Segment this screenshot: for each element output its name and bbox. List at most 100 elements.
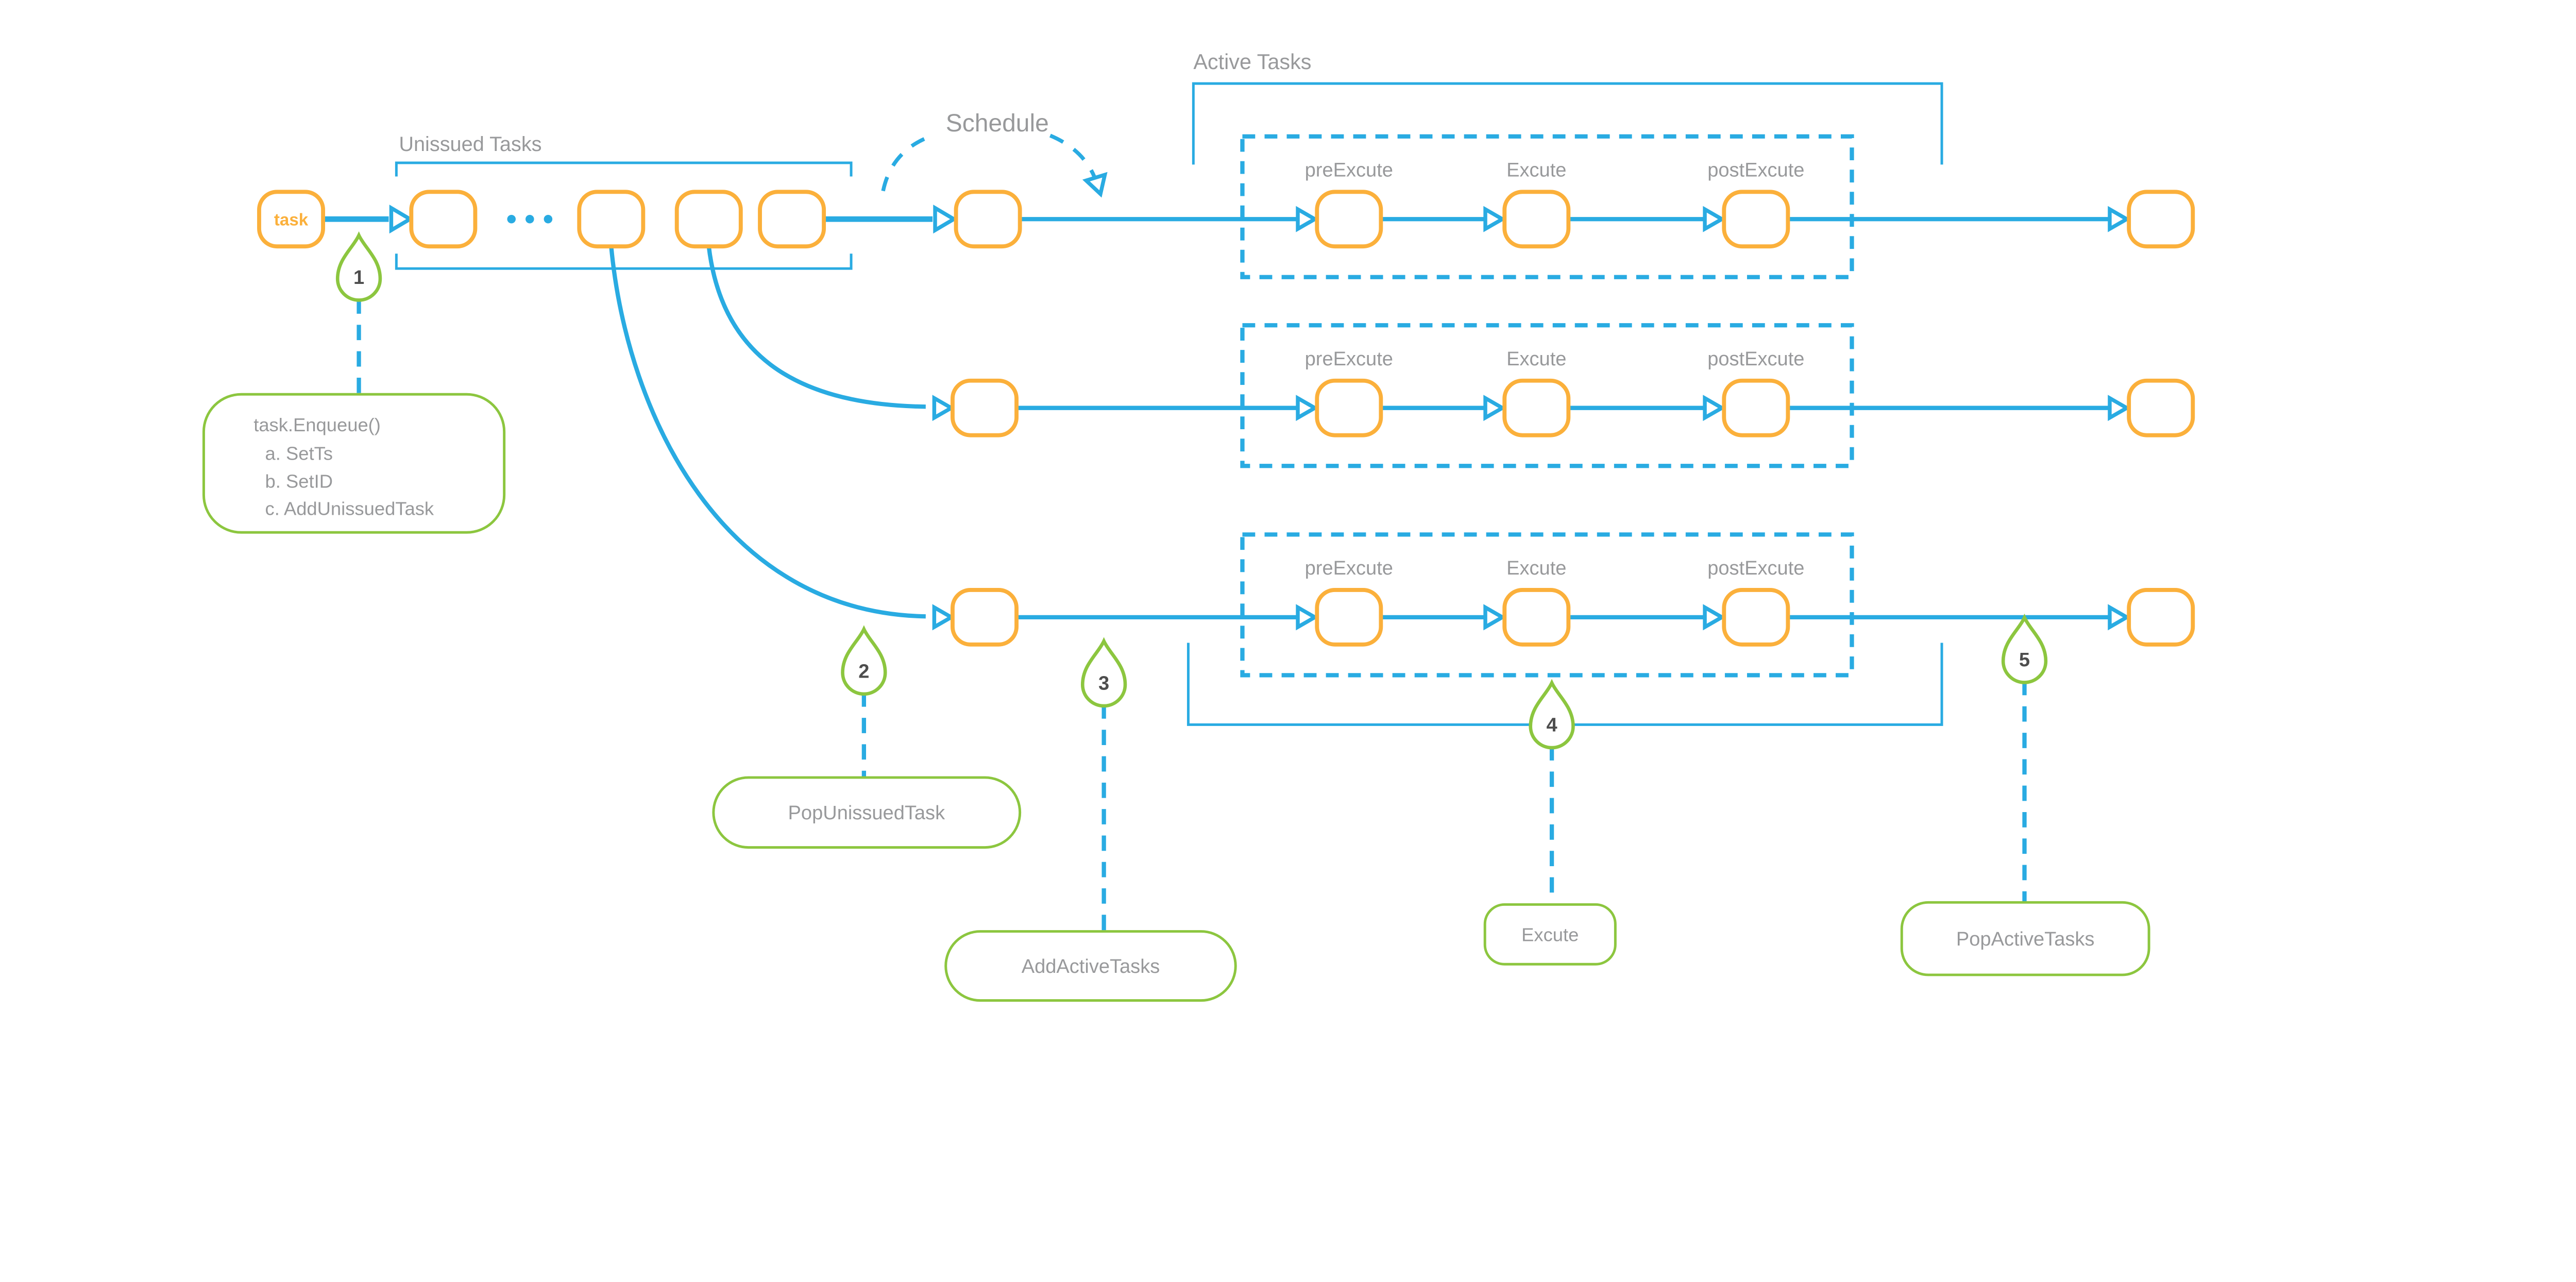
marker-number: 2 [858,661,869,682]
pre-excute-node [1315,588,1383,647]
pop-unissued-curve-arrow [706,246,926,409]
marker-number: 5 [2019,649,2030,671]
marker-5-group: 5 PopActiveTasks [1900,613,2150,976]
unissued-queue-node [758,190,826,249]
unissued-queue-node [577,190,646,249]
arrowhead-icon [1703,604,1726,631]
diagram-canvas: Unissued Tasks Active Tasks Schedule pre… [202,50,2195,1002]
excute-node [1502,588,1571,647]
post-excute-node [1722,190,1790,249]
post-excute-label: postExcute [1707,558,1804,579]
excute-node [1502,378,1571,437]
callout-text: PopActiveTasks [1956,929,2095,950]
marker-3-group: 3 AddActiveTasks [944,637,1237,1002]
arrowhead-icon [1483,395,1506,421]
active-task-box-row1: preExcute Excute postExcute [1240,134,1854,279]
arrowhead-icon [1296,395,1319,421]
pre-excute-label: preExcute [1305,558,1393,579]
unissued-bottom-bracket [395,254,853,270]
callout-line: c. AddUnissuedTask [265,498,434,519]
marker-number: 3 [1098,673,1109,695]
dashed-task-box [1240,323,1854,468]
pre-excute-node [1315,378,1383,437]
schedule-left-dashed-arc [881,133,934,192]
schedule-arrowhead-icon [1082,172,1108,198]
arrowhead-icon [2108,395,2131,421]
callout-text: PopUnissuedTask [788,802,946,824]
teardrop-pin-icon [841,625,887,696]
teardrop-pin-icon [335,231,382,302]
excute-label: Excute [1506,558,1566,579]
scheduled-task-node-row3 [951,588,1019,647]
active-task-box-row2: preExcute Excute postExcute [1240,323,1854,468]
teardrop-pin-icon [1529,679,1575,750]
finished-task-node-row3 [2127,588,2195,647]
active-task-box-row3: preExcute Excute postExcute [1240,532,1854,678]
marker-number: 4 [1546,715,1557,736]
pre-excute-label: preExcute [1305,348,1393,370]
callout-line: b. SetID [265,470,333,492]
unissued-queue-node [674,190,743,249]
unissued-tasks-label: Unissued Tasks [399,133,541,156]
pop-unissued-callout [712,776,1022,849]
schedule-right-dashed-arc [1049,133,1099,185]
scheduled-task-node-row1 [954,190,1022,249]
pre-excute-label: preExcute [1305,159,1393,181]
task-node [257,190,326,249]
excute-label: Excute [1506,159,1566,181]
queue-ellipsis-dots-icon [507,214,553,224]
unissued-tasks-section: Unissued Tasks [395,133,853,270]
pre-excute-node [1315,190,1383,249]
arrowhead-icon [933,205,958,234]
teardrop-pin-icon [1080,637,1127,708]
dashed-task-box [1240,134,1854,279]
excute-callout [1483,903,1617,966]
arrowhead-icon [932,604,955,631]
schedule-annotation: Schedule [881,110,1108,198]
unissued-top-bracket [395,161,853,177]
callout-text: Excute [1521,924,1579,946]
excute-node [1502,190,1571,249]
post-excute-label: postExcute [1707,348,1804,370]
pop-active-callout [1900,901,2150,976]
scheduled-task-node-row2 [951,378,1019,437]
arrowhead-icon [932,395,955,421]
callout-line: a. SetTs [265,443,333,464]
marker-2-group: 2 PopUnissuedTask [712,625,1022,849]
add-active-callout [944,930,1237,1002]
arrowhead-icon [1296,604,1319,631]
arrowhead-icon [1483,604,1506,631]
dashed-task-box [1240,532,1854,678]
arrowhead-icon [2108,206,2131,232]
schedule-label: Schedule [946,110,1049,137]
finished-task-node-row1 [2127,190,2195,249]
flow-row2 [706,246,2131,421]
callout-line: task.Enqueue() [253,414,381,435]
pop-unissued-curve-arrow [609,246,926,619]
teardrop-pin-icon [2001,613,2048,684]
arrowhead-icon [1296,206,1319,232]
callout-text: AddActiveTasks [1022,956,1160,977]
flow-row1 [323,205,2131,234]
arrowhead-icon [2108,604,2131,631]
active-tasks-label: Active Tasks [1193,50,1311,74]
unissued-queue-node [409,190,478,249]
marker-number: 1 [353,267,364,289]
task-node-label: task [274,211,309,230]
arrowhead-icon [1703,206,1726,232]
post-excute-label: postExcute [1707,159,1804,181]
finished-task-node-row2 [2127,378,2195,437]
post-excute-node [1722,378,1790,437]
arrowhead-icon [1483,206,1506,232]
active-top-bracket [1192,82,1943,165]
flow-row3 [609,246,2131,631]
excute-label: Excute [1506,348,1566,370]
nodes: task [257,190,2195,647]
marker-4-group: 4 Excute [1483,679,1617,966]
arrowhead-icon [1703,395,1726,421]
marker-1-group: 1 task.Enqueue() a. SetTs b. SetID c. Ad… [202,231,506,534]
arrowhead-icon [389,205,414,234]
task-scheduler-diagram: Unissued Tasks Active Tasks Schedule pre… [202,50,2195,1002]
post-excute-node [1722,588,1790,647]
enqueue-callout [202,393,506,534]
